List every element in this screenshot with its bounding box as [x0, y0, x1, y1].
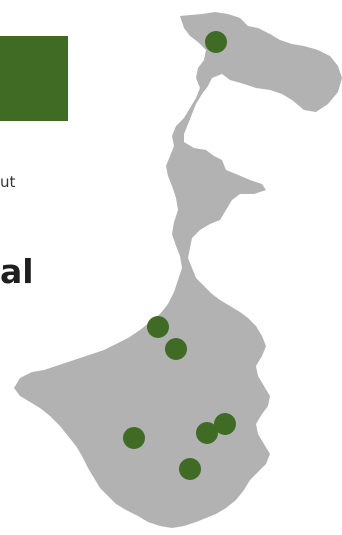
map-marker[interactable] [205, 31, 227, 53]
cropped-text-snippet: ut [0, 173, 16, 191]
map-marker[interactable] [179, 458, 201, 480]
cropped-heading: al [0, 252, 34, 291]
state-region-shape [14, 12, 342, 528]
green-brand-block [0, 36, 68, 121]
map-marker[interactable] [214, 413, 236, 435]
map-markers [123, 31, 236, 480]
map-marker[interactable] [165, 338, 187, 360]
map-marker[interactable] [196, 422, 218, 444]
map-marker[interactable] [147, 316, 169, 338]
map-marker[interactable] [123, 427, 145, 449]
